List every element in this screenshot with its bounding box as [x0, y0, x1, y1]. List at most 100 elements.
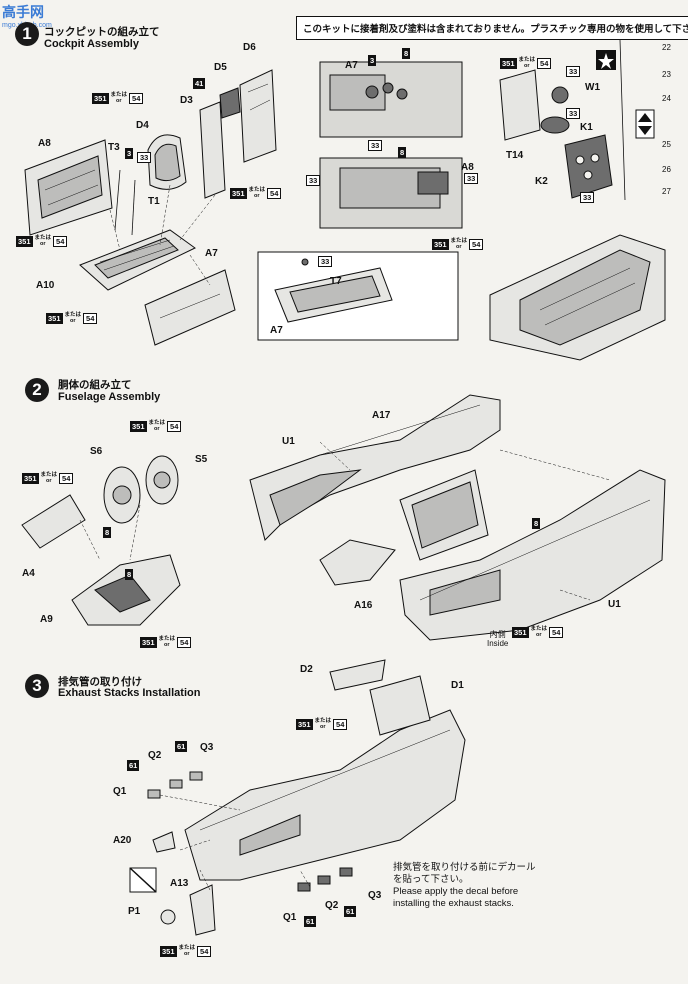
rod-t1: [131, 179, 136, 236]
part-label-d6: D6: [243, 42, 256, 53]
color-61-a: 61: [127, 760, 140, 771]
decal-25: 25: [662, 140, 671, 149]
part-label-a17: A17: [372, 410, 391, 421]
part-label-q2-a: Q2: [148, 750, 162, 761]
exhaust-note-jp2: を貼って下さい。: [393, 874, 469, 885]
step-1-title-en: Cockpit Assembly: [44, 38, 139, 50]
radiator-parts-drawing: [21, 455, 181, 626]
color-61-d: 61: [344, 906, 357, 917]
step-2-title-jp: 胴体の組み立て: [58, 379, 132, 391]
decal-arrow-icon: [635, 109, 655, 139]
color-61-b: 61: [175, 741, 188, 752]
assembled-fuselage-drawing: [184, 709, 466, 881]
inside-label: 内側 Inside: [487, 630, 509, 648]
color-33-b: 33: [318, 256, 333, 267]
color-3-b: 3: [368, 55, 377, 66]
part-label-u1-b: U1: [608, 599, 621, 610]
color-8-c: 8: [103, 527, 112, 538]
step-2-number: 2: [25, 378, 49, 402]
part-label-s5: S5: [195, 454, 208, 465]
part-label-t7: T7: [330, 276, 342, 287]
part-label-d5: D5: [214, 62, 227, 73]
star-insignia-icon: [596, 50, 616, 70]
decal-24: 24: [662, 94, 671, 103]
color-8-a: 8: [402, 48, 411, 59]
fuselage-half-a16-drawing: [399, 469, 666, 641]
part-label-d1: D1: [451, 680, 464, 691]
part-label-a9: A9: [40, 614, 53, 625]
color-8-e: 8: [532, 518, 541, 529]
color-61-c: 61: [304, 916, 317, 927]
assembly-guides-step3: [159, 794, 311, 891]
step-1-number: 1: [15, 22, 39, 46]
side-panel-a7-drawing: [144, 269, 236, 346]
exhaust-note-en1: Please apply the decal before: [393, 886, 519, 897]
part-label-q1-a: Q1: [113, 786, 127, 797]
exhaust-note-en2: installing the exhaust stacks.: [393, 898, 514, 909]
watermark-text: 高手网: [2, 4, 44, 20]
color-33-a: 33: [137, 152, 152, 163]
assembly-guides-step1: [109, 184, 216, 286]
assembly-guides-step2: [79, 441, 611, 601]
side-panel-a8-drawing: [24, 139, 113, 236]
adhesive-notice: このキットに接着剤及び塗料は含まれておりません。プラスチック専用の物を使用して下…: [296, 16, 688, 40]
part-label-a7-1: A7: [205, 248, 218, 259]
part-label-a8: A8: [38, 138, 51, 149]
no-glue-icon: [129, 867, 157, 893]
color-33-e: 33: [464, 173, 479, 184]
part-label-a13: A13: [170, 878, 189, 889]
decal-23: 23: [662, 70, 671, 79]
decal-22: 22: [662, 43, 671, 52]
cockpit-floor-drawing: [79, 229, 196, 291]
bulkhead-drawing: [199, 69, 277, 199]
part-label-q3-a: Q3: [200, 742, 214, 753]
part-label-t1: T1: [148, 196, 160, 207]
part-label-a4: A4: [22, 568, 35, 579]
part-label-a7-3: A7: [345, 60, 358, 71]
completed-cockpit-drawing: [489, 234, 666, 361]
color-3-a: 3: [125, 148, 134, 159]
part-label-d4: D4: [136, 120, 149, 131]
seat-d4-drawing: [147, 134, 187, 190]
decal-26: 26: [662, 165, 671, 174]
exhaust-stacks-drawing: [147, 771, 353, 936]
part-label-d3: D3: [180, 95, 193, 106]
part-label-a7-2: A7: [270, 325, 283, 336]
step-1-title-jp: コックピットの組み立て: [44, 26, 160, 38]
color-8-d: 8: [125, 569, 134, 580]
part-label-k1: K1: [580, 122, 593, 133]
color-8-b: 8: [398, 147, 407, 158]
step-3-title-en: Exhaust Stacks Installation: [58, 687, 201, 699]
part-label-q1-b: Q1: [283, 912, 297, 923]
color-41: 41: [193, 78, 206, 89]
part-label-q2-b: Q2: [325, 900, 339, 911]
part-label-k2: K2: [535, 176, 548, 187]
part-label-d2: D2: [300, 664, 313, 675]
color-33-f: 33: [566, 66, 581, 77]
exhaust-decal-note: 排気管を取り付ける前にデカール を貼って下さい。 Please apply th…: [393, 862, 536, 910]
instrument-panel-drawing: [499, 69, 613, 199]
step-3-number: 3: [25, 674, 49, 698]
color-33-g: 33: [566, 108, 581, 119]
part-label-a16: A16: [354, 600, 373, 611]
fuselage-half-a17-drawing: [249, 394, 501, 541]
part-label-a8-2: A8: [461, 162, 474, 173]
part-label-q3-b: Q3: [368, 890, 382, 901]
part-label-u1-a: U1: [282, 436, 295, 447]
color-33-c: 33: [368, 140, 383, 151]
step-2-title-en: Fuselage Assembly: [58, 391, 161, 403]
step-3-title-jp: 排気管の取り付け: [58, 676, 142, 688]
